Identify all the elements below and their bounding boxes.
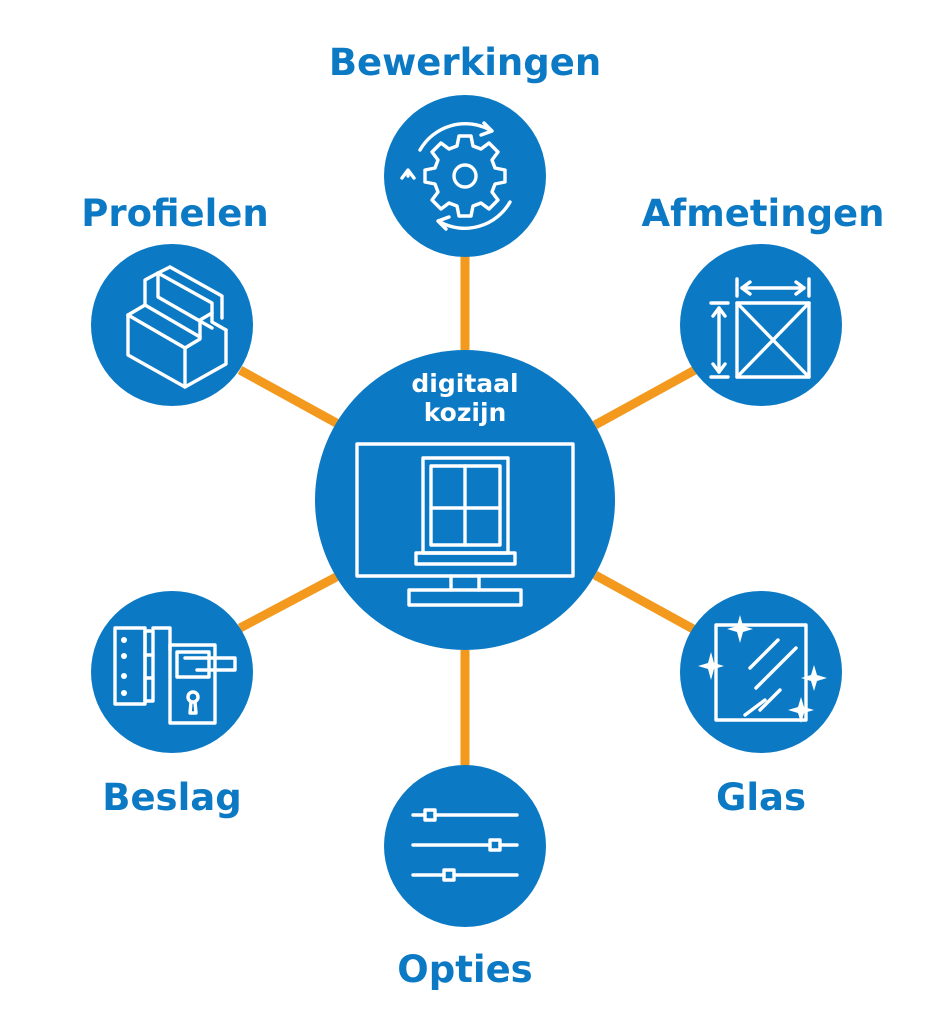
connector-profielen	[237, 366, 343, 429]
circle-afmetingen	[680, 244, 842, 406]
node-opties: Opties	[384, 765, 546, 991]
dimensions-icon	[709, 277, 811, 379]
gear-cycle-icon	[400, 121, 512, 231]
center-title-line1: digitaal	[411, 369, 518, 398]
circle-beslag	[91, 591, 253, 753]
label-afmetingen: Afmetingen	[641, 192, 884, 235]
hinge-handle-icon	[113, 626, 237, 725]
node-afmetingen: Afmetingen	[641, 192, 885, 406]
node-beslag: Beslag	[91, 591, 253, 819]
monitor-window-icon	[355, 442, 575, 607]
label-opties: Opties	[397, 948, 532, 991]
glass-pane-icon	[698, 615, 827, 723]
label-glas: Glas	[716, 776, 806, 819]
sliders-icon	[411, 808, 519, 882]
label-beslag: Beslag	[102, 776, 241, 819]
connector-afmetingen	[592, 366, 698, 429]
node-glas: Glas	[680, 591, 842, 819]
profile-section-icon	[126, 265, 228, 389]
connectors	[237, 255, 698, 770]
center-node: digitaal kozijn	[315, 350, 615, 650]
connector-beslag	[237, 571, 343, 632]
label-bewerkingen: Bewerkingen	[329, 41, 601, 84]
circle-bewerkingen	[384, 95, 546, 257]
connector-glas	[592, 571, 698, 634]
label-profielen: Profielen	[81, 192, 268, 235]
circle-profielen	[91, 244, 253, 406]
node-profielen: Profielen	[81, 192, 269, 406]
center-title-line2: kozijn	[424, 398, 507, 427]
circle-glas	[680, 591, 842, 753]
node-bewerkingen: Bewerkingen	[329, 41, 601, 257]
